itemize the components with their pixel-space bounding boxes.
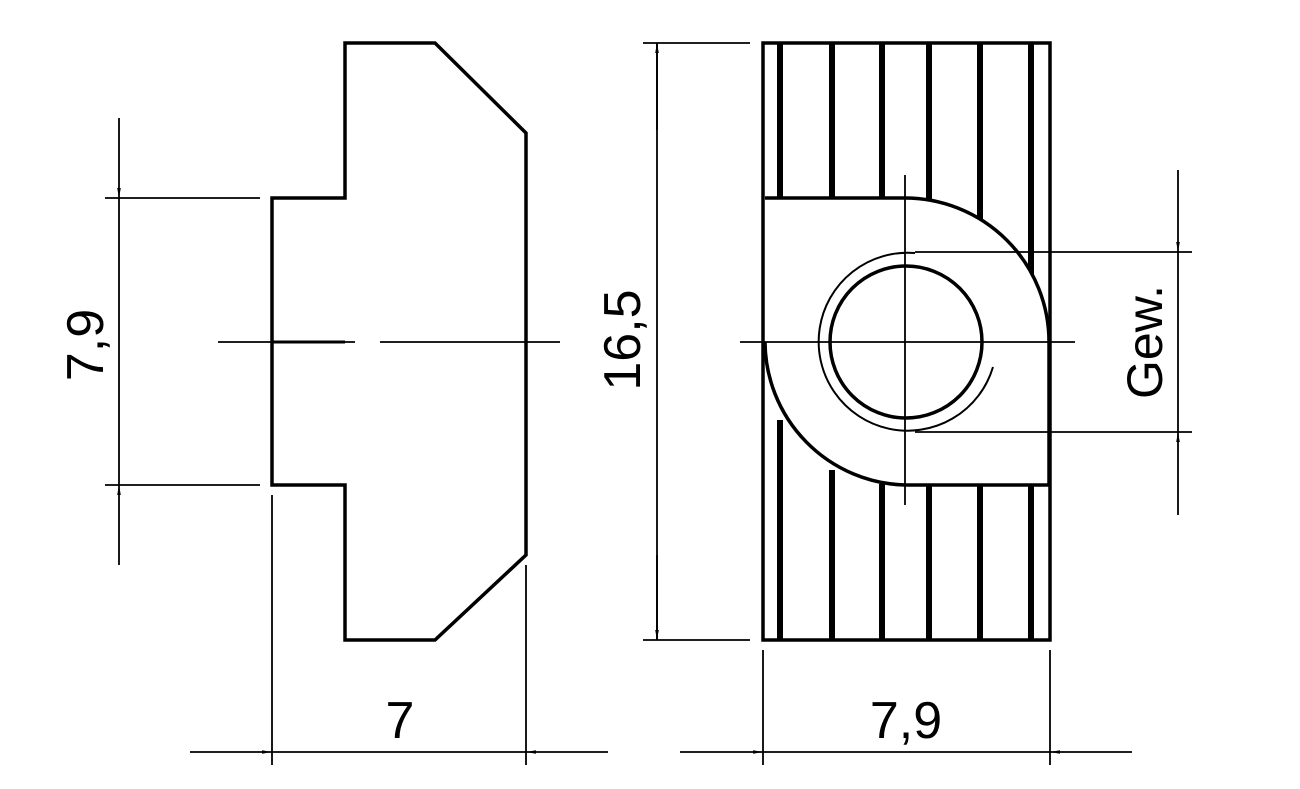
side-width-dimension xyxy=(190,495,608,765)
thread-hatch-top xyxy=(777,43,1034,278)
thread-hatch-bottom xyxy=(777,420,1034,640)
side-view: 7,9 7 xyxy=(57,41,608,765)
thread-label: Gew. xyxy=(1117,285,1173,399)
thread-major-arc xyxy=(817,251,994,432)
front-view: 16,5 7,9 Gew. xyxy=(594,41,1192,765)
side-view-outline xyxy=(270,41,528,642)
front-width-label: 7,9 xyxy=(870,692,942,750)
front-width-dimension xyxy=(680,650,1132,765)
thread-dimension xyxy=(915,170,1192,515)
front-view-centerlines xyxy=(740,175,1075,505)
side-height-label: 7,9 xyxy=(57,309,115,381)
side-height-dimension xyxy=(105,118,260,565)
front-height-label: 16,5 xyxy=(594,289,652,390)
front-height-dimension xyxy=(643,42,750,641)
side-width-label: 7 xyxy=(386,692,415,750)
